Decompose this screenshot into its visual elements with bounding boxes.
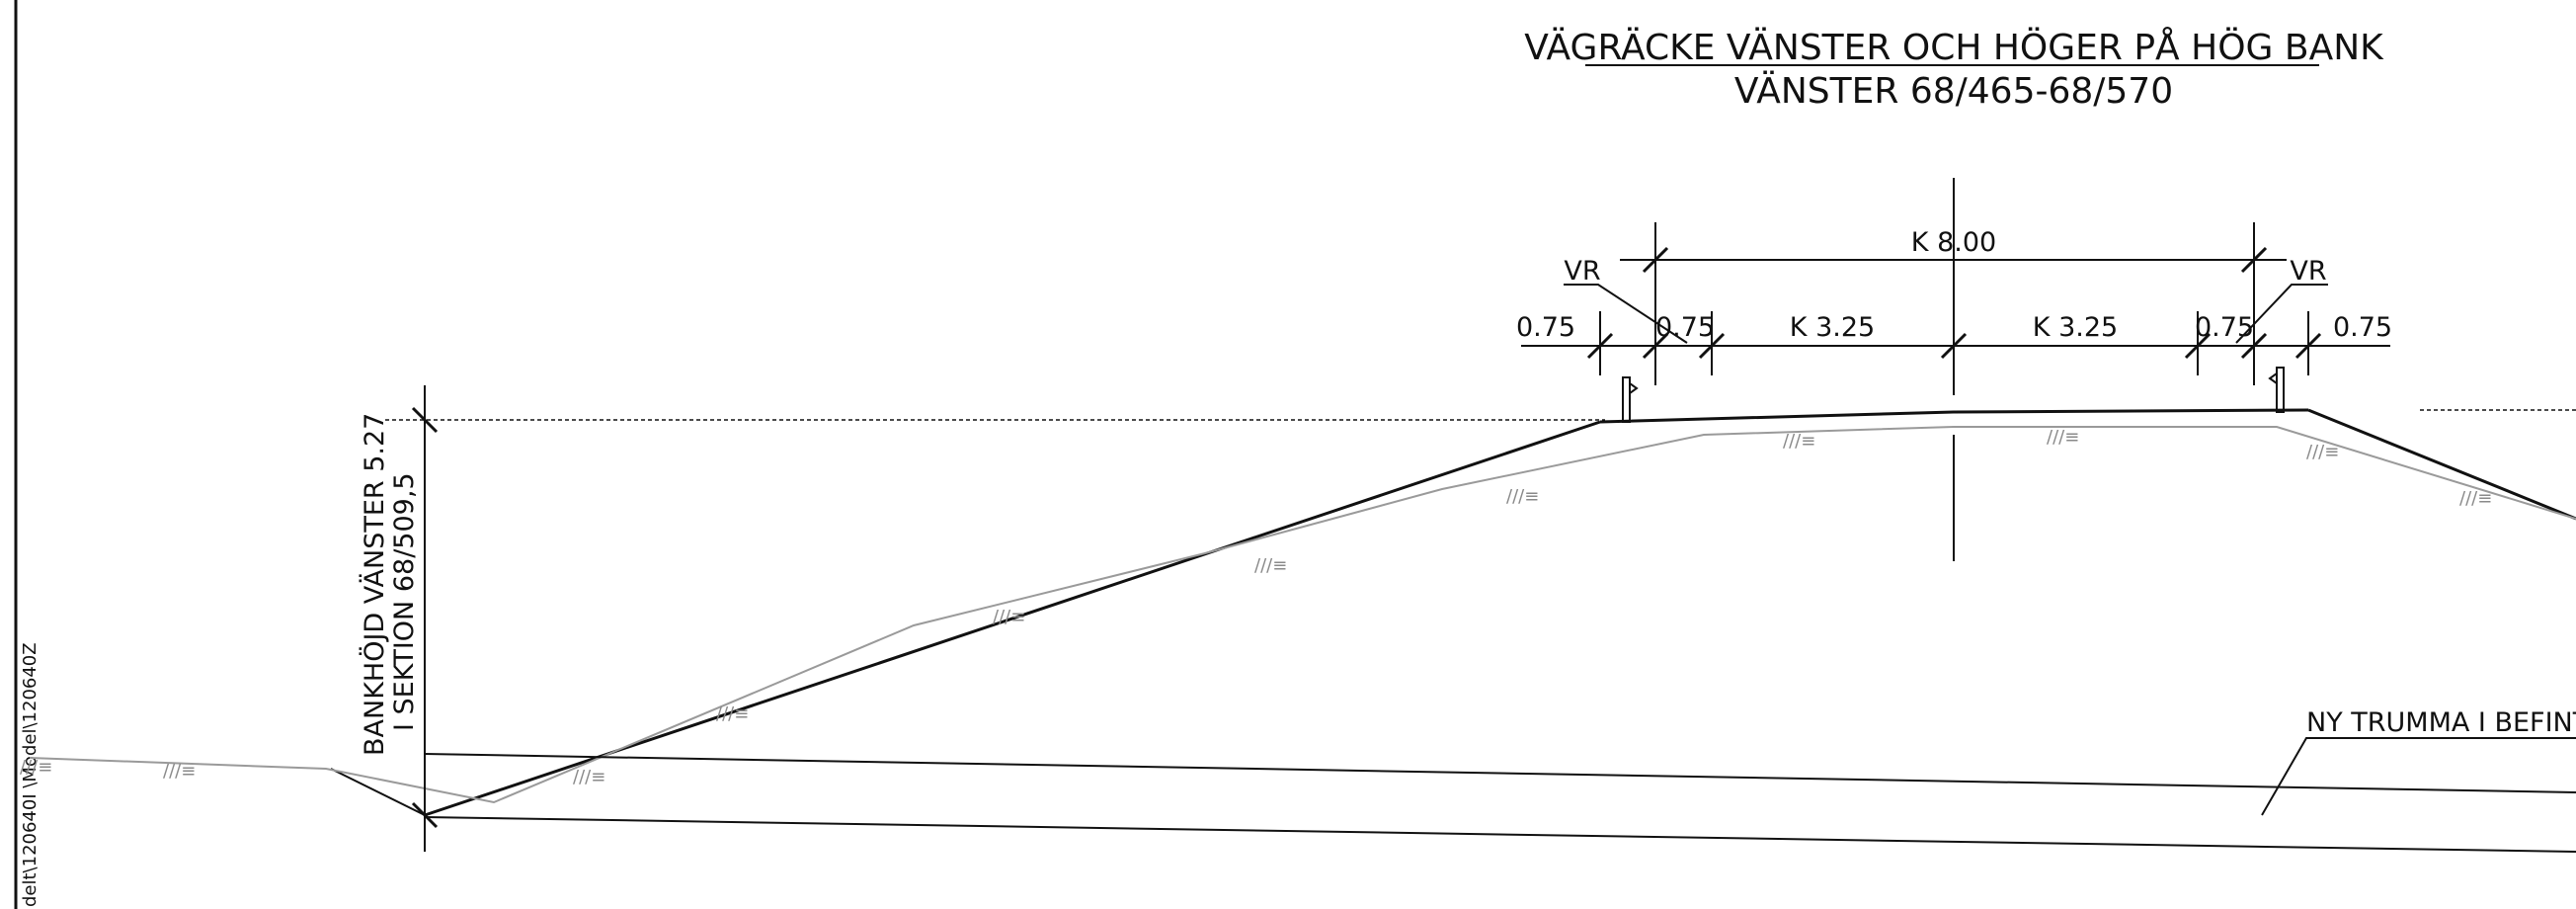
- culvert-bottom-line: [424, 816, 2576, 853]
- terrain-symbol: ///≡: [1506, 486, 1539, 507]
- terrain-symbol: ///≡: [573, 767, 605, 787]
- dimension-tick: [411, 406, 439, 434]
- bank-height-section-label: I SEKTION 68/509,5: [389, 472, 420, 731]
- terrain-symbol: ///≡: [1254, 555, 1287, 576]
- guardrail-label-right: VR: [2290, 256, 2326, 287]
- terrain-symbol: ///≡: [20, 757, 52, 778]
- drawing-title: VÄGRÄCKE VÄNSTER OCH HÖGER PÅ HÖG BANK: [1524, 26, 2384, 68]
- dimension-tick: [2184, 332, 2212, 360]
- drawing-subtitle: VÄNSTER 68/465-68/570: [1734, 70, 2173, 112]
- dimension-tick: [1586, 332, 1614, 360]
- dimension-tick: [1698, 332, 1726, 360]
- margin-reference-text: delt\120640I \Model\120640Z: [20, 642, 40, 907]
- guardrail-beam-left: [1629, 382, 1639, 394]
- dimension-label-left-lane: K 3.25: [1790, 312, 1875, 343]
- culvert-top-line: [424, 753, 2576, 793]
- dimension-label-right-outer: 0.75: [2333, 312, 2392, 343]
- terrain-symbol: ///≡: [716, 703, 749, 724]
- dimension-tick: [2294, 332, 2322, 360]
- terrain-symbol: ///≡: [2047, 427, 2079, 448]
- guardrail-post-right: [2276, 367, 2285, 413]
- guardrail-leader-right: [2235, 284, 2328, 344]
- dimension-tick: [1940, 332, 1968, 360]
- terrain-symbol: ///≡: [1783, 431, 1815, 452]
- terrain-symbol: ///≡: [163, 761, 196, 782]
- embankment-slope-right: [2307, 408, 2576, 521]
- bank-height-label: BANKHÖJD VÄNSTER 5.27: [359, 413, 390, 756]
- terrain-symbol: ///≡: [993, 607, 1025, 627]
- dimension-label-left-outer: 0.75: [1516, 312, 1575, 343]
- terrain-symbol: ///≡: [2459, 488, 2492, 509]
- culvert-label: NY TRUMMA I BEFINTLIGT: [2306, 707, 2576, 738]
- dimension-tick: [1642, 332, 1669, 360]
- guardrail-leader-left: [1564, 284, 1688, 344]
- dimension-tick: [2240, 332, 2268, 360]
- dimension-label-right-inner: 0.75: [2195, 312, 2254, 343]
- guardrail-label-left: VR: [1564, 256, 1600, 287]
- guardrail-beam-right: [2268, 372, 2278, 384]
- road-surface: [1599, 408, 2309, 424]
- dimension-tick: [1642, 246, 1669, 274]
- dimension-tick: [2240, 246, 2268, 274]
- existing-ground-line: [29, 426, 2576, 804]
- dimension-label-right-lane: K 3.25: [2033, 312, 2118, 343]
- terrain-symbol: ///≡: [2306, 442, 2339, 462]
- guardrail-post-left: [1622, 376, 1631, 423]
- culvert-leader: [2261, 737, 2576, 816]
- embankment-toe-left: [330, 768, 426, 816]
- dimension-label-overall: K 8.00: [1911, 227, 1996, 258]
